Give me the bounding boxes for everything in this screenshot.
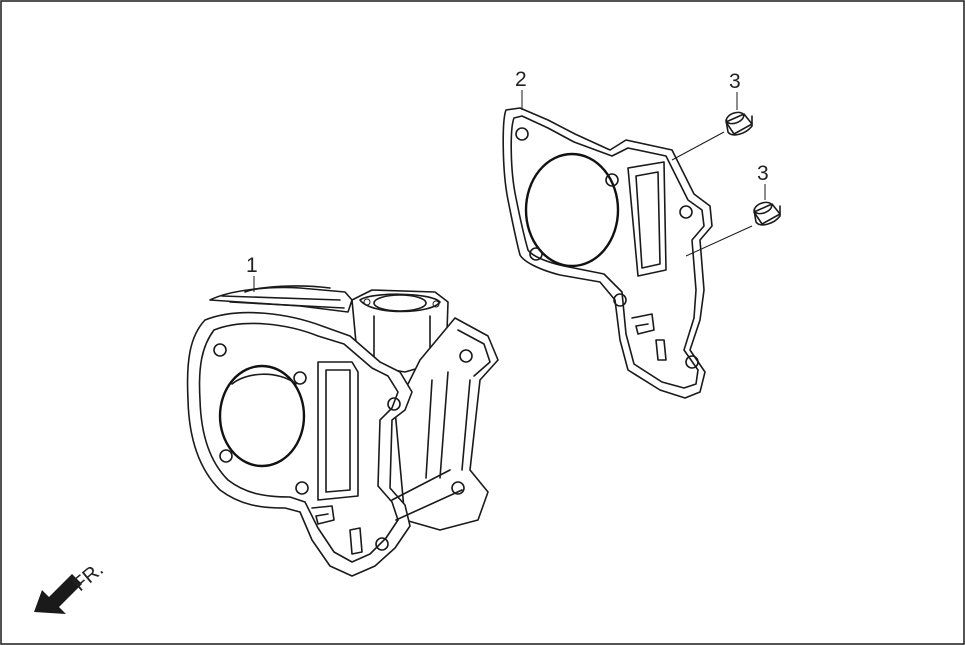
arrow-down-left-icon [34,574,82,614]
callout-3b: 3 [757,162,769,185]
callout-1: 1 [246,254,258,277]
callout-3a: 3 [729,70,741,93]
alignment-line-lower [685,225,753,257]
callout-2: 2 [515,68,527,91]
cylinder-part [186,285,499,577]
dowel-pin-lower [753,201,781,226]
alignment-line-upper [671,131,725,161]
cylinder-head-gasket-part [502,107,713,399]
dowel-pin-upper [725,111,753,136]
